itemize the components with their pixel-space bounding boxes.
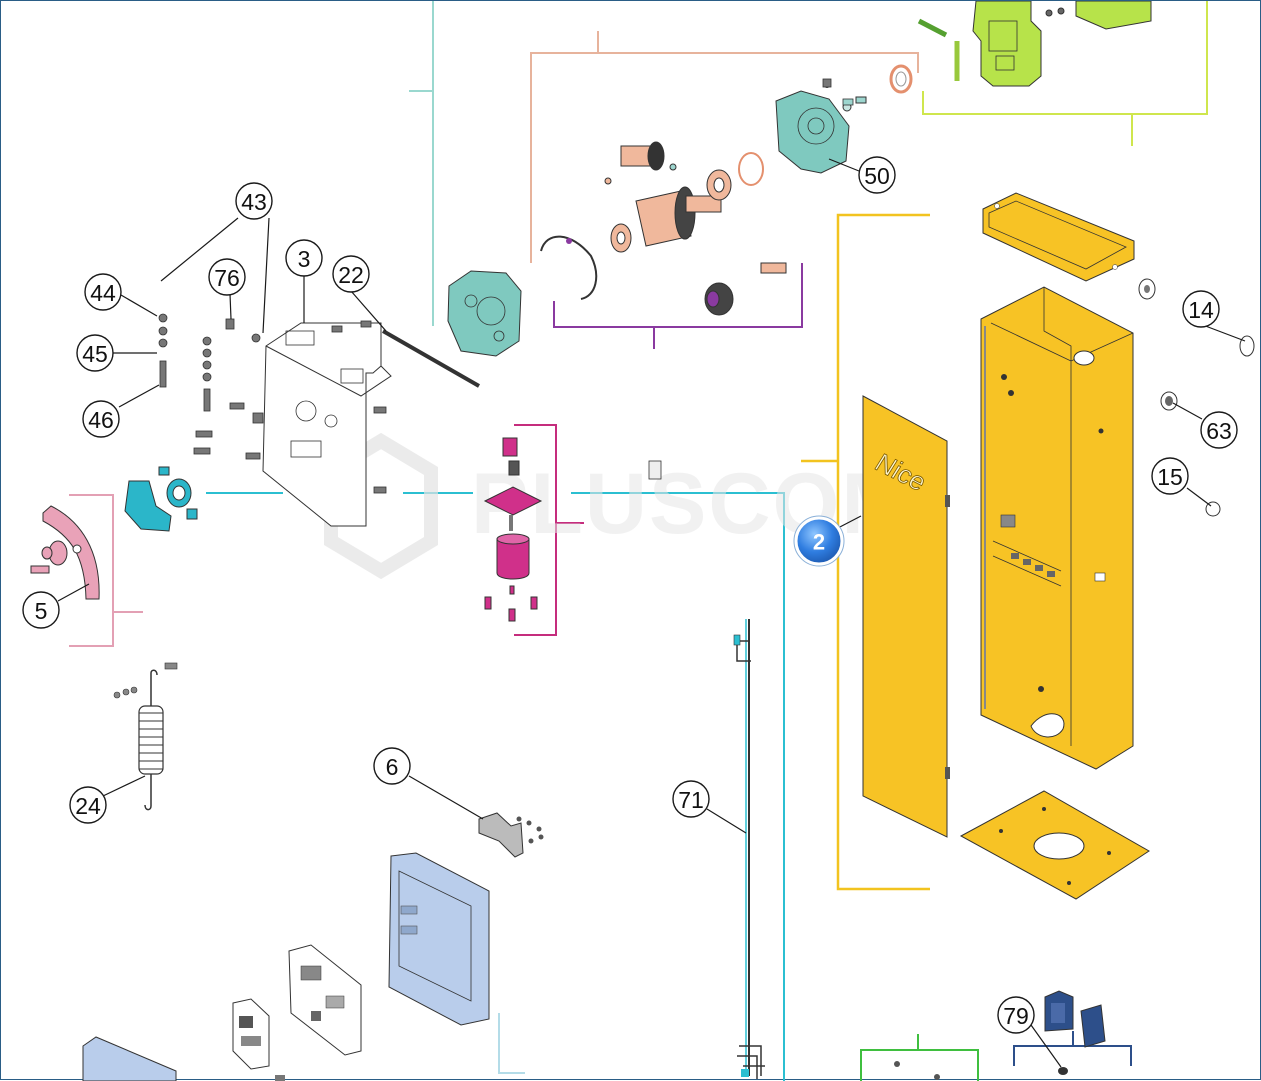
svg-text:5: 5 (35, 598, 48, 624)
group-brackets (69, 1, 1208, 1081)
watermark: PLUSCOM (324, 432, 915, 580)
key-covers-79 (1044, 990, 1106, 1075)
svg-text:46: 46 (88, 407, 114, 433)
watermark-text: PLUSCOM (471, 456, 915, 552)
svg-text:2: 2 (813, 530, 825, 555)
svg-text:15: 15 (1157, 464, 1183, 490)
svg-text:63: 63 (1206, 418, 1232, 444)
lime-part-group (917, 1, 1152, 87)
motor (483, 437, 543, 622)
callout-76: 76 (208, 258, 246, 296)
gearbox-housing-left (447, 270, 522, 357)
shaft-22 (382, 329, 480, 388)
fasteners (158, 78, 854, 494)
callout-14: 14 (1182, 290, 1220, 328)
callout-44: 44 (84, 273, 122, 311)
cable-71 (733, 619, 765, 1079)
svg-text:79: 79 (1003, 1003, 1029, 1029)
callout-15: 15 (1151, 457, 1189, 495)
gearbox-housing-right (775, 90, 867, 174)
callout-5: 5 (22, 591, 60, 629)
svg-text:6: 6 (386, 754, 399, 780)
svg-text:50: 50 (864, 163, 890, 189)
small-board (232, 998, 285, 1081)
assembly-badge: 2 (793, 515, 845, 567)
cam-bracket (124, 466, 198, 532)
svg-text:76: 76 (214, 265, 240, 291)
callout-50: 50 (858, 156, 896, 194)
blue-cover-bottom-left (82, 1036, 177, 1081)
gear-train (540, 64, 913, 316)
callout-24: 24 (69, 786, 107, 824)
callout-79: 79 (997, 996, 1035, 1034)
leader-lines (57, 158, 1246, 1068)
control-box (388, 852, 490, 1026)
svg-text:24: 24 (75, 793, 101, 819)
svg-text:71: 71 (678, 787, 704, 813)
svg-text:44: 44 (90, 280, 116, 306)
svg-text:43: 43 (241, 189, 267, 215)
callout-22: 22 (332, 255, 370, 293)
callout-43: 43 (235, 182, 273, 220)
bracket-6 (478, 812, 544, 858)
bottom-green-group-parts (894, 1061, 940, 1080)
callout-3: 3 (285, 239, 323, 277)
callout-63: 63 (1200, 411, 1238, 449)
callout-71: 71 (672, 780, 710, 818)
chassis-plate (262, 322, 392, 527)
callout-45: 45 (76, 334, 114, 372)
svg-text:14: 14 (1188, 297, 1214, 323)
spring-24 (113, 662, 178, 811)
callout-46: 46 (82, 400, 120, 438)
svg-text:22: 22 (338, 262, 364, 288)
circuit-board (288, 944, 362, 1056)
yellow-housing: Nice (862, 192, 1255, 900)
svg-text:3: 3 (298, 246, 311, 272)
callout-6: 6 (373, 747, 411, 785)
svg-text:45: 45 (82, 341, 108, 367)
lever-part-5 (30, 505, 100, 600)
